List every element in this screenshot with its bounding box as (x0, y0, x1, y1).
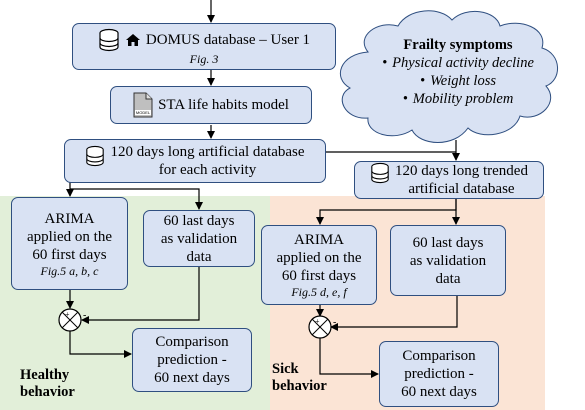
sta-model-box: MODEL STA life habits model (110, 86, 312, 124)
healthy-label-line2: behavior (20, 384, 75, 400)
sick-validation-box: 60 last days as validation data (390, 225, 506, 296)
sick-comp-plus: + (315, 317, 320, 326)
bullet: • (402, 91, 408, 107)
bullet: • (382, 55, 388, 71)
healthy-comparison-line2: prediction - (157, 352, 227, 368)
sick-behavior-label: Sick behavior (272, 361, 327, 395)
healthy-label-line1: Healthy (20, 367, 70, 383)
sick-comparison-line2: prediction - (404, 366, 474, 382)
artificial-database-box: 120 days long artificial database for ea… (64, 139, 326, 183)
database-icon (86, 145, 105, 167)
artificial-db-line1: 120 days long artificial database (110, 144, 305, 160)
frailty-cloud-shape (339, 10, 558, 143)
healthy-arima-line1: ARIMA (44, 210, 95, 227)
healthy-arima-ref: Fig.5 a, b, c (40, 263, 99, 278)
arrow-healthy-comp-to-comparison (69, 331, 132, 358)
house-icon (125, 33, 140, 46)
frailty-item-2-text: Weight loss (430, 73, 496, 89)
domus-title-row: DOMUS database – User 1 (98, 28, 310, 52)
sick-comparison-box: Comparison prediction - 60 next days (379, 341, 499, 407)
healthy-validation-line2: as validation (160, 230, 238, 247)
frailty-item-1-text: Physical activity decline (392, 55, 534, 71)
arrow-sick-validation-to-comp (330, 296, 458, 331)
database-icon (99, 28, 119, 51)
healthy-behavior-label: Healthy behavior (20, 367, 75, 401)
sta-label: STA life habits model (158, 97, 289, 113)
domus-title: DOMUS database – User 1 (145, 31, 311, 48)
healthy-validation-line1: 60 last days (163, 212, 235, 229)
healthy-comparison-line1: Comparison (155, 334, 229, 350)
sick-comparison-line3: 60 next days (401, 384, 477, 400)
domus-ref: Fig. 3 (189, 51, 219, 66)
sick-arima-ref: Fig.5 d, e, f (291, 285, 347, 299)
frailty-item-2: •Weight loss (368, 72, 548, 90)
trended-db-row: 120 days long trended artificial databas… (370, 162, 528, 198)
sick-arima-line3: 60 first days (281, 268, 357, 284)
healthy-arima-line3: 60 first days (32, 246, 107, 263)
frailty-item-3: •Mobility problem (368, 90, 548, 108)
sick-comp-minus: - (333, 317, 336, 328)
sick-label-line2: behavior (272, 378, 327, 394)
trended-db-line2: artificial database (408, 181, 515, 197)
healthy-comparison-line3: 60 next days (154, 370, 230, 386)
trended-database-box: 120 days long trended artificial databas… (354, 161, 544, 199)
arrow-sick-comp-to-comparison (319, 338, 379, 378)
sick-comparison-line1: Comparison (402, 348, 476, 364)
healthy-comp-minus: - (83, 310, 86, 321)
sick-validation-line1: 60 last days (412, 234, 484, 251)
sick-arima-line2: applied on the (276, 250, 362, 266)
bullet: • (419, 73, 426, 89)
frailty-title: Frailty symptoms (403, 37, 513, 53)
sick-comparator: + - (308, 315, 336, 339)
sick-arima-box: ARIMA applied on the 60 first days Fig.5… (261, 225, 377, 305)
healthy-validation-line3: data (186, 248, 212, 265)
healthy-comparator: + - (58, 308, 86, 332)
artificial-db-row: 120 days long artificial database for ea… (85, 143, 305, 179)
healthy-arima-box: ARIMA applied on the 60 first days Fig.5… (11, 197, 128, 290)
healthy-arima-line2: applied on the (27, 228, 112, 245)
frailty-item-1: •Physical activity decline (368, 54, 548, 72)
frailty-cloud: Frailty symptoms •Physical activity decl… (368, 36, 548, 108)
trended-db-line1: 120 days long trended (395, 163, 528, 179)
sick-validation-line3: data (435, 270, 461, 287)
sta-row: MODEL STA life habits model (133, 92, 289, 118)
healthy-comparison-box: Comparison prediction - 60 next days (132, 328, 252, 392)
arrow-healthy-validation-to-comp (81, 267, 200, 324)
sick-validation-line2: as validation (409, 252, 487, 269)
arrow-db-to-healthy-validation (70, 188, 203, 210)
sick-label-line1: Sick (272, 361, 299, 377)
domus-database-box: DOMUS database – User 1 Fig. 3 (72, 23, 336, 70)
healthy-comp-plus: + (65, 310, 70, 319)
healthy-validation-box: 60 last days as validation data (143, 210, 255, 267)
document-icon-caption: MODEL (136, 110, 151, 115)
artificial-db-line2: for each activity (158, 162, 257, 178)
document-icon: MODEL (133, 92, 153, 118)
arrow-trended-to-sick-arima (316, 198, 457, 225)
sick-arima-line1: ARIMA (293, 232, 344, 248)
frailty-item-3-text: Mobility problem (412, 91, 514, 107)
database-icon (371, 162, 389, 184)
